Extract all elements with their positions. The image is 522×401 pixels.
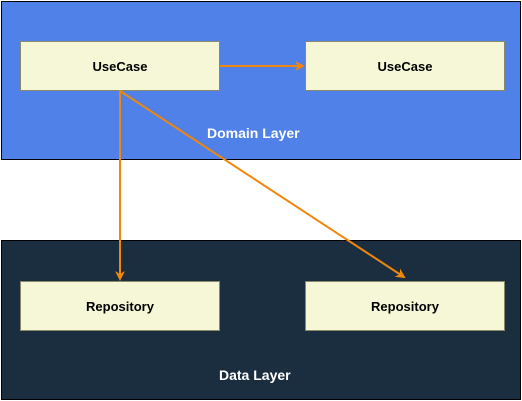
usecase-node-primary[interactable]: UseCase [20,41,220,91]
repository-node-left-label: Repository [86,298,154,314]
usecase-node-secondary[interactable]: UseCase [305,41,505,91]
usecase-node-primary-label: UseCase [92,58,148,74]
repository-node-left[interactable]: Repository [20,281,220,331]
repository-node-right[interactable]: Repository [305,281,505,331]
data-layer-label: Data Layer [219,367,291,383]
repository-node-right-label: Repository [371,298,439,314]
usecase-node-secondary-label: UseCase [377,58,433,74]
domain-layer-label: Domain Layer [207,125,300,141]
